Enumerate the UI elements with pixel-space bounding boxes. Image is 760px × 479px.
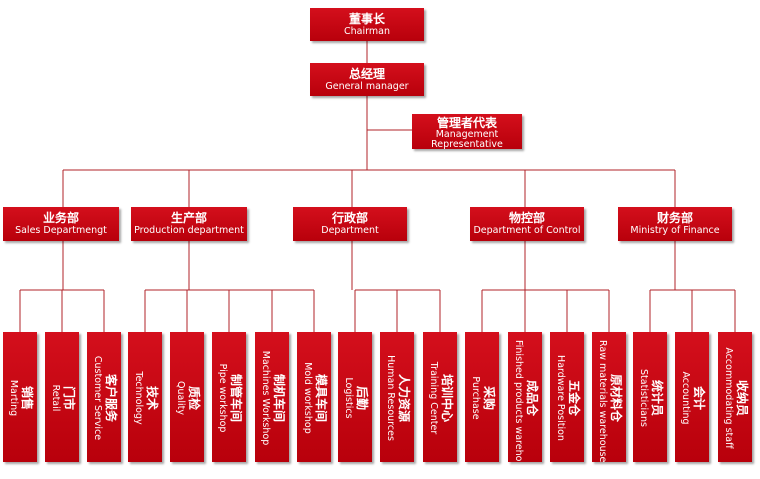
unit-box-1-2-subtitle: Retail (50, 384, 61, 412)
general-manager-box-title: 总经理 (348, 67, 385, 81)
unit-box-2-2-subtitle: Quality (175, 381, 186, 415)
unit-box-4-1-title: 采购 (482, 385, 496, 410)
unit-box-4-4-title: 原材料仓 (609, 373, 623, 422)
department-box-4-title: 物控部 (508, 211, 545, 225)
unit-box-5-3-subtitle: Accommodating staff (723, 347, 734, 449)
unit-box-2-4-subtitle: Machines Workshop (260, 350, 271, 446)
unit-box-2-1-title: 技术 (145, 385, 159, 410)
unit-box-5-2-subtitle: Accounting (680, 371, 691, 425)
unit-box-5-1-subtitle: Statisticians (638, 369, 649, 427)
unit-box-4-3-subtitle: Hardware Position (555, 355, 566, 441)
department-box-1-subtitle: Sales Departmengt (15, 225, 107, 236)
unit-box-1-3-subtitle: Customer Service (92, 355, 103, 441)
unit-box-3-3-title: 培训中心 (440, 373, 454, 422)
unit-box-2-1-subtitle: Technology (133, 371, 144, 425)
unit-box-1-1-title: 销售 (20, 385, 34, 410)
unit-box-3-3-subtitle: Training Center (428, 361, 439, 435)
unit-box-4-2-title: 成品仓 (525, 379, 539, 416)
unit-box-2-5-title: 模具车间 (314, 373, 328, 422)
unit-box-4-2-subtitle: Finished products warehouse (513, 340, 524, 462)
chairman-box-title: 董事长 (348, 12, 385, 26)
representative-box-subtitle-1: Management (435, 129, 499, 140)
general-manager-box-subtitle: General manager (325, 81, 409, 92)
unit-box-5-2-title: 会计 (692, 385, 706, 410)
unit-box-2-3-subtitle: Pipe workshop (217, 363, 228, 433)
unit-box-3-2-title: 人力资源 (397, 373, 411, 422)
unit-box-4-3-title: 五金仓 (567, 379, 581, 416)
unit-box-3-2-subtitle: Human Resources (385, 355, 396, 441)
unit-box-2-2-title: 质检 (187, 385, 201, 410)
unit-box-3-1-title: 后勤 (355, 385, 369, 410)
unit-box-2-4-title: 制机车间 (272, 373, 286, 422)
representative-box-subtitle-2: Representative (431, 139, 503, 150)
representative-box-title: 管理者代表 (436, 116, 497, 130)
department-box-1-title: 业务部 (42, 211, 79, 225)
department-box-2-title: 生产部 (170, 211, 207, 225)
chairman-box-subtitle: Chairman (344, 26, 390, 37)
unit-box-4-1-subtitle: Purchase (470, 376, 481, 420)
unit-box-1-1-subtitle: Marting (8, 379, 19, 417)
department-box-5-subtitle: Ministry of Finance (630, 225, 720, 236)
department-box-4-subtitle: Department of Control (473, 225, 581, 236)
unit-box-2-5-subtitle: Mold workshop (302, 362, 313, 434)
unit-box-5-3-title: 收纳员 (735, 379, 749, 416)
unit-box-2-3-title: 制管车间 (229, 373, 243, 422)
department-box-3-subtitle: Department (321, 225, 379, 236)
department-box-3-title: 行政部 (331, 211, 368, 225)
department-box-2-subtitle: Production department (134, 225, 244, 236)
unit-box-1-3-title: 客户服务 (104, 373, 118, 422)
unit-box-1-2-title: 门市 (62, 385, 76, 410)
unit-box-4-4-subtitle: Raw materials warehouse (597, 340, 608, 462)
unit-box-5-1-title: 统计员 (650, 379, 664, 416)
department-box-5-title: 财务部 (656, 211, 693, 225)
unit-box-3-1-subtitle: Logistics (343, 377, 354, 419)
